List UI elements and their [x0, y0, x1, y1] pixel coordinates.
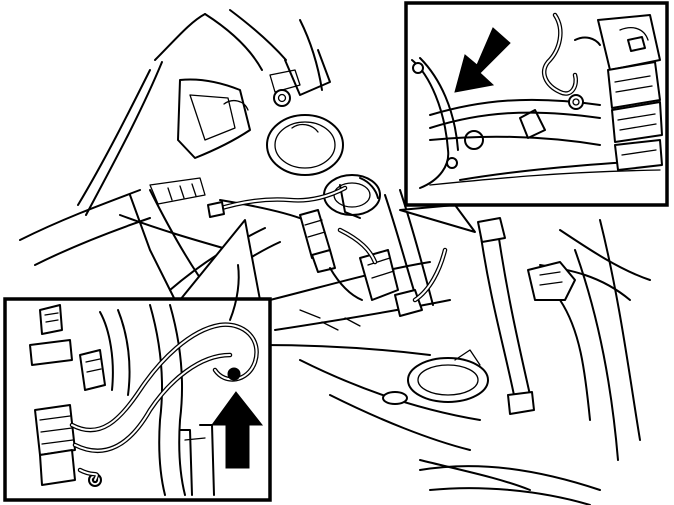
fuel-pump-sender-assembly: [266, 89, 423, 317]
vehicle-floor-overview: [19, 9, 651, 505]
detail-view-top-right: [399, 1, 669, 233]
wiring-harness: [207, 185, 448, 303]
arrow-up-icon: [211, 391, 264, 469]
detail-view-bottom-left: [3, 219, 272, 502]
arrow-down-left-icon: [454, 27, 511, 93]
